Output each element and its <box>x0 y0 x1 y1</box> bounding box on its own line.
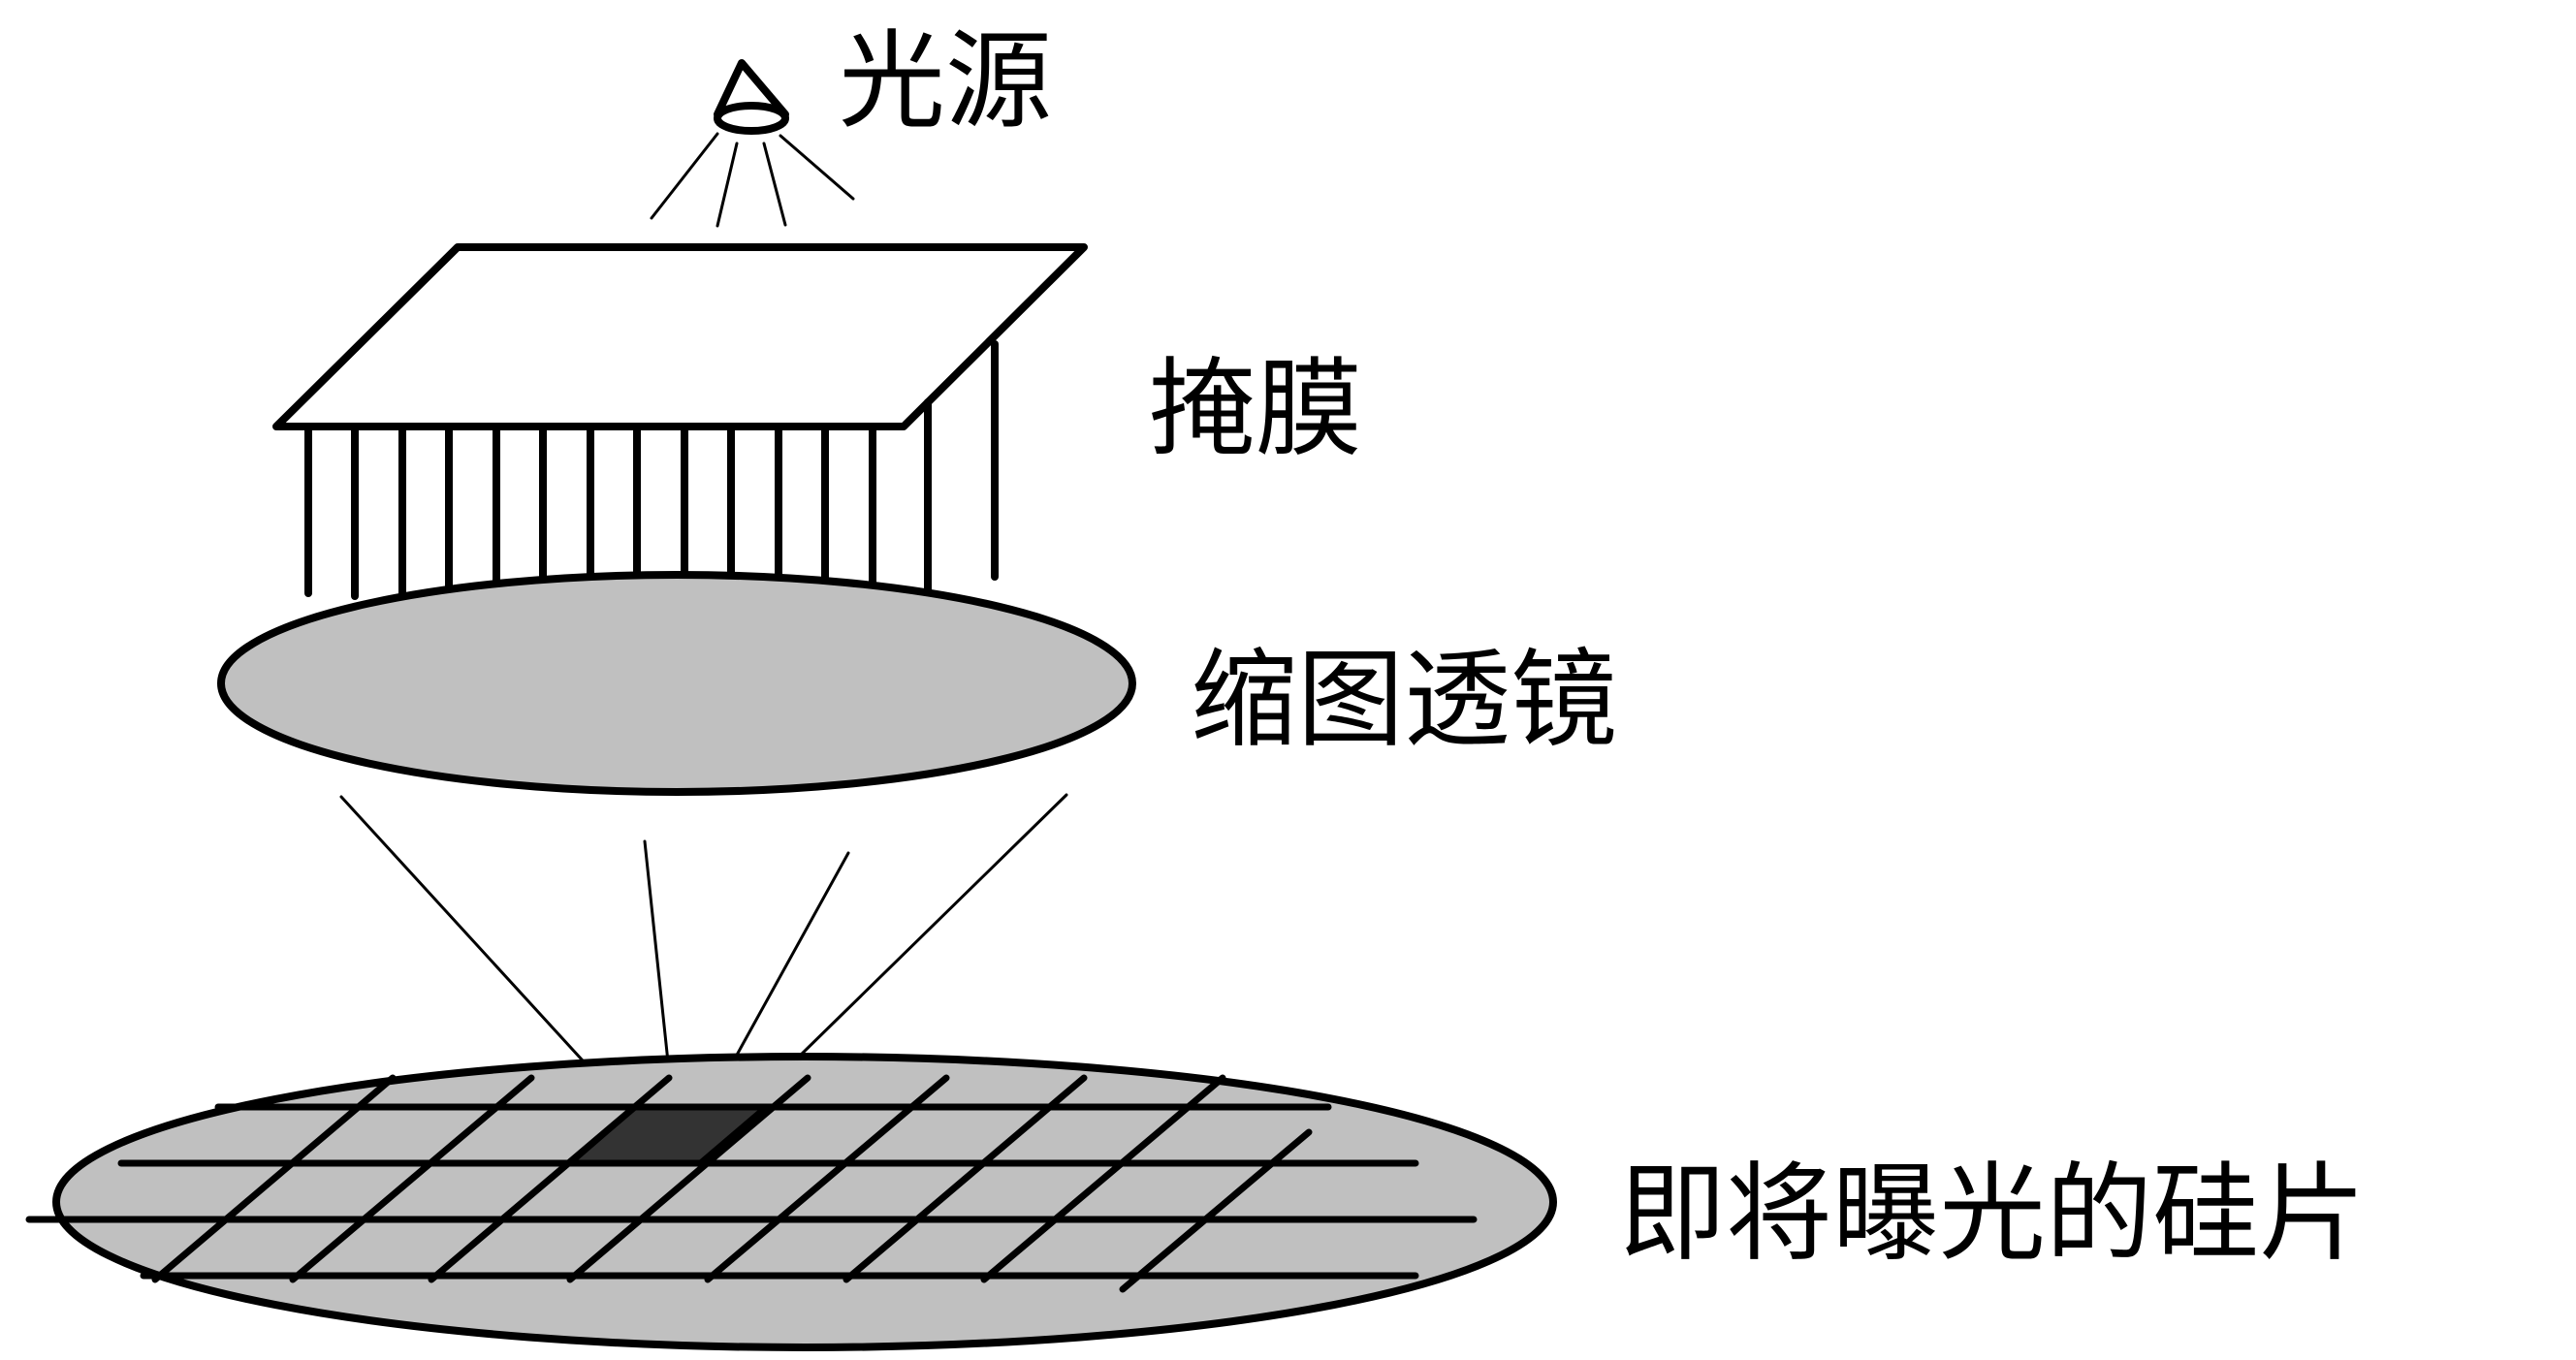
mask-label: 掩膜 <box>1149 347 1362 471</box>
wafer-label: 即将曝光的硅片 <box>1619 1152 2366 1276</box>
reduction-lens: 缩图透镜 <box>217 571 1617 796</box>
mask: 掩膜 <box>272 243 1362 605</box>
light-source: 光源 <box>650 19 1052 228</box>
mask-plate <box>272 243 1088 430</box>
light-rays-to-mask <box>650 132 855 228</box>
lens-ellipse <box>217 571 1136 796</box>
lamp-icon <box>714 59 789 135</box>
mask-projection-lines <box>304 340 999 605</box>
wafer-die-grid <box>25 1074 1478 1293</box>
reduction-lens-label: 缩图透镜 <box>1191 638 1617 762</box>
light-source-label: 光源 <box>839 19 1052 143</box>
wafer: 即将曝光的硅片 <box>25 1053 2366 1351</box>
converging-rays <box>339 793 1068 1105</box>
